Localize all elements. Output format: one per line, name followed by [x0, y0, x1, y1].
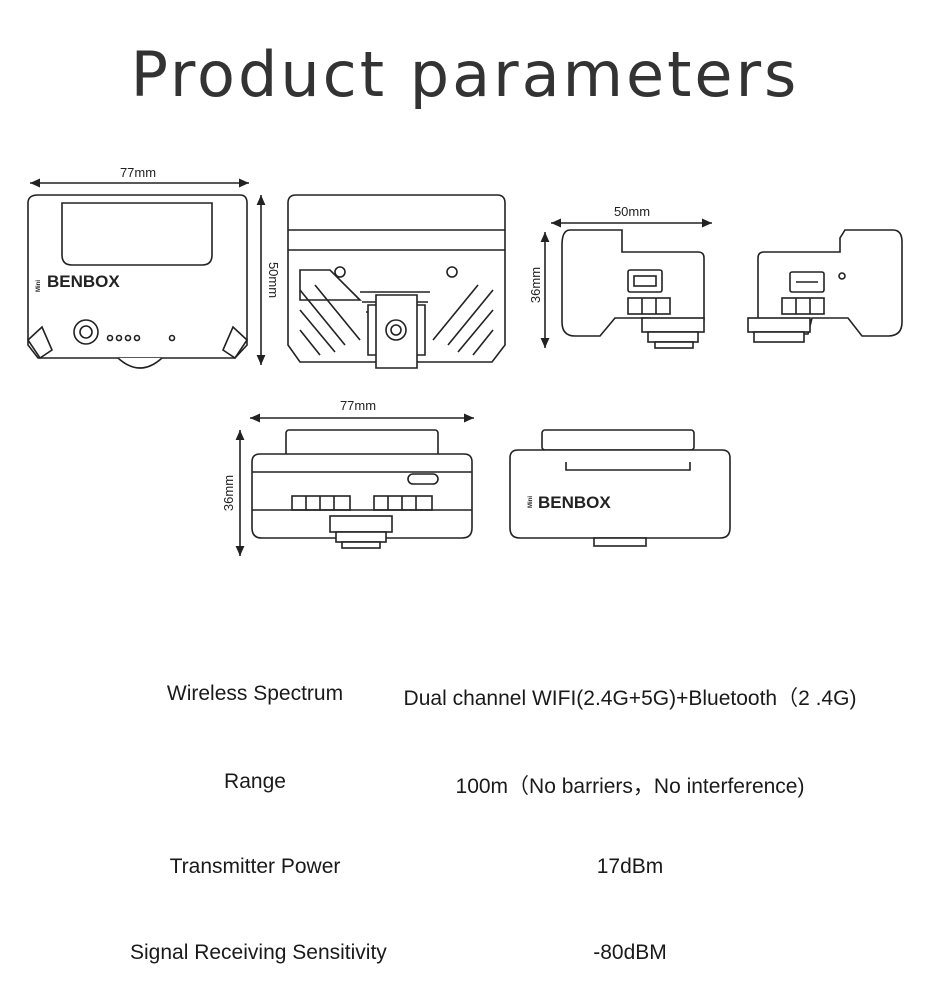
page-title: Product parameters: [130, 38, 800, 111]
bottom-view-logo: [509, 429, 731, 547]
brand-logo-front: BENBOX: [47, 272, 120, 291]
spec-row-signal-sensitivity: Signal Receiving Sensitivity -80dBM: [0, 933, 930, 973]
spec-row-transmitter-power: Transmitter Power 17dBm: [0, 847, 930, 887]
product-drawings: 77mm 50mm Mini BENBOX: [26, 165, 903, 556]
spec-label: Signal Receiving Sensitivity: [130, 941, 387, 964]
brand-prefix-front: Mini: [36, 280, 42, 292]
spec-label: Range: [224, 770, 286, 793]
spec-value: Dual channel WIFI(2.4G+5G)+Bluetooth（2 .…: [403, 687, 857, 710]
spec-label: Transmitter Power: [169, 855, 341, 878]
dim-label-front-width: 77mm: [120, 165, 156, 180]
side-view-left: [540, 218, 712, 349]
front-view: [26, 178, 266, 369]
spec-value: 17dBm: [596, 855, 664, 878]
side-view-right: [747, 229, 903, 343]
brand-prefix-bottom: Mini: [528, 496, 534, 508]
brand-logo-bottom: BENBOX: [538, 493, 611, 512]
spec-label: Wireless Spectrum: [166, 682, 344, 705]
bottom-view-port: [235, 413, 474, 556]
spec-row-wireless-spectrum: Wireless Spectrum Dual channel WIFI(2.4G…: [0, 674, 930, 714]
spec-row-range: Range 100m（No barriers，No interference): [0, 762, 930, 802]
dim-label-side-width: 50mm: [614, 204, 650, 219]
dim-label-front-height: 50mm: [266, 262, 281, 298]
dim-label-top-height: 36mm: [221, 475, 236, 511]
back-view: [287, 194, 506, 369]
spec-value: -80dBM: [593, 941, 667, 964]
spec-value: 100m（No barriers，No interference): [455, 775, 805, 798]
dim-label-side-height: 36mm: [528, 267, 543, 303]
dim-label-top-width: 77mm: [340, 398, 376, 413]
